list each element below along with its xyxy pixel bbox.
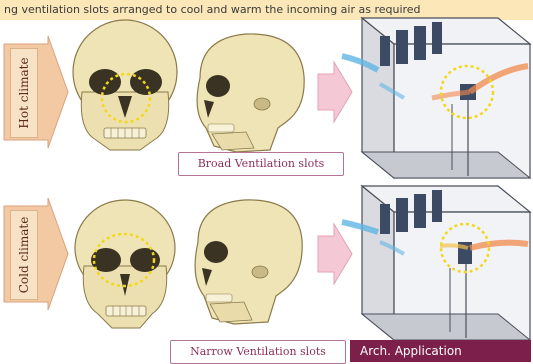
room-model [342, 186, 530, 340]
hot-climate-tag: Hot climate [10, 48, 38, 138]
narrow-ventilation-label: Narrow Ventilation slots [170, 340, 346, 364]
arrow-right-icon [318, 62, 352, 122]
arch-application-label: Arch. Application [350, 340, 531, 362]
broad-ventilation-label: Broad Ventilation slots [178, 152, 344, 176]
cold-climate-tag: Cold climate [10, 210, 38, 300]
side-skull [197, 34, 304, 152]
side-skull [195, 200, 302, 324]
cold-climate-illustration [0, 182, 533, 363]
frontal-skull [75, 200, 175, 328]
room-model [342, 18, 530, 178]
cold-climate-panel: Cold climate Narrow Ventilation slots [0, 182, 533, 363]
cold-climate-label: Cold climate [17, 217, 31, 294]
arrow-right-icon [318, 224, 352, 284]
hot-climate-panel: Hot climate Broad Ventilation slots [0, 0, 533, 182]
frontal-skull [73, 20, 177, 150]
hot-climate-label: Hot climate [17, 57, 31, 128]
